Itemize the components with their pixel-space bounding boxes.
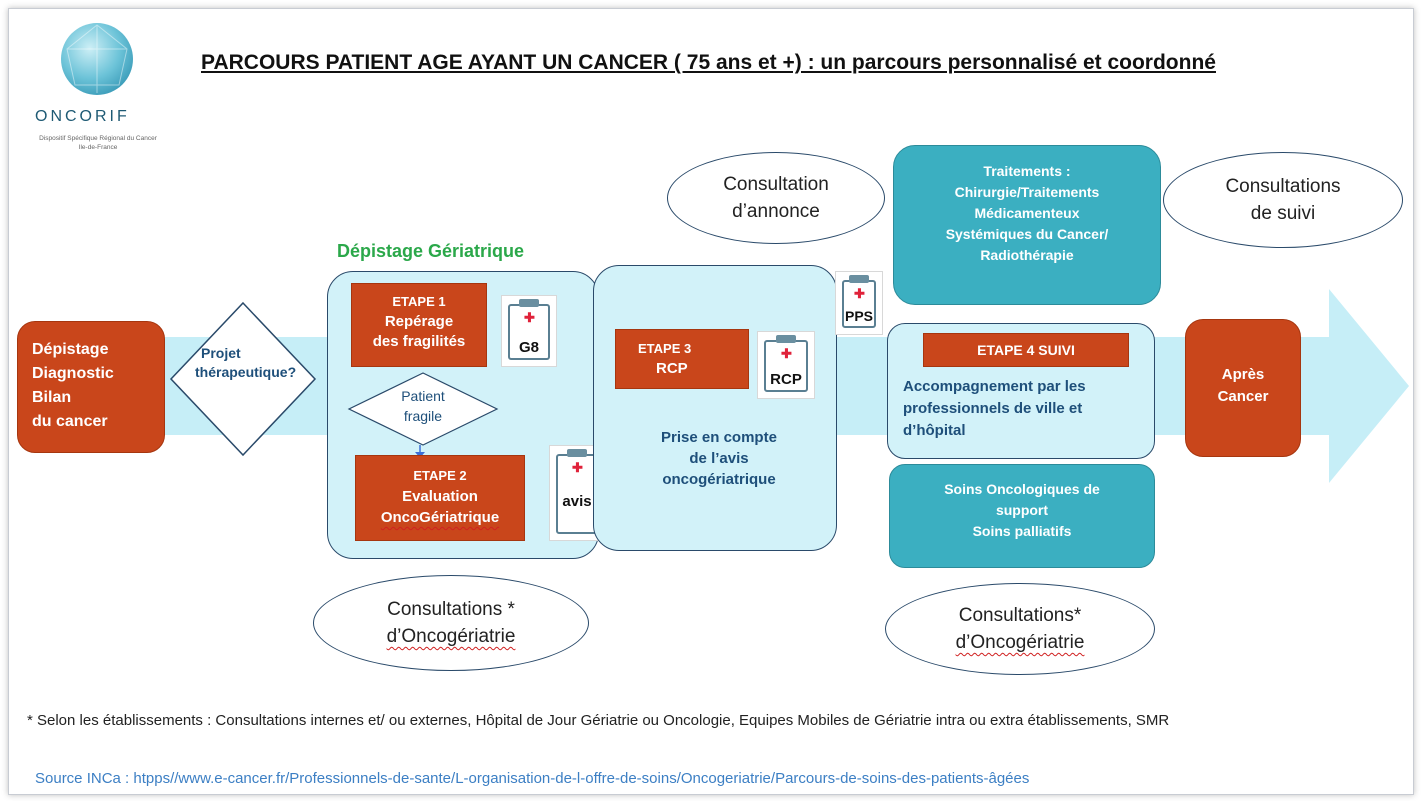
etape2-box: ETAPE 2 Evaluation OncoGériatrique	[355, 455, 525, 541]
decision-diamond	[169, 301, 317, 457]
pps-clipboard-icon: ✚ PPS	[835, 271, 883, 335]
slide: ONCORIF Dispositif Spécifique Régional d…	[8, 8, 1414, 795]
soins-box: Soins Oncologiques de support Soins pall…	[889, 464, 1155, 568]
prise-en-compte-text: Prise en compte de l’avis oncogériatriqu…	[661, 429, 777, 488]
page-title: PARCOURS PATIENT AGE AYANT UN CANCER ( 7…	[201, 51, 1216, 74]
fragile-diamond	[347, 372, 499, 446]
etape1-box: ETAPE 1 Repérage des fragilités	[351, 283, 487, 367]
logo-subtitle: Dispositif Spécifique Régional du Cancer…	[39, 135, 157, 151]
footnote: * Selon les établissements : Consultatio…	[27, 712, 1170, 729]
rcp-clipboard-icon: ✚ RCP	[757, 331, 815, 399]
depistage-title: Dépistage Gériatrique	[337, 241, 525, 261]
traitements-box: Traitements : Chirurgie/Traitements Médi…	[893, 145, 1161, 305]
oncorif-logo-icon	[61, 23, 133, 95]
logo-name: ONCORIF	[35, 108, 130, 125]
consultations-oncogeriatrie-left-ellipse: Consultations *d’Oncogériatrie	[313, 575, 589, 671]
etape3-box: ETAPE 3 RCP	[615, 329, 749, 389]
source-link[interactable]: Source INCa : htpps//www.e-cancer.fr/Pro…	[35, 770, 1030, 787]
etape4-box: ETAPE 4 SUIVI	[923, 333, 1129, 367]
accompagnement-text: Accompagnement par les professionnels de…	[903, 378, 1086, 439]
g8-clipboard-icon: ✚ G8	[501, 295, 557, 367]
fragile-label: Patient fragile	[401, 388, 445, 424]
start-box: Dépistage Diagnostic Bilan du cancer	[17, 321, 165, 453]
consultations-oncogeriatrie-right-ellipse: Consultations*d’Oncogériatrie	[885, 583, 1155, 675]
apres-cancer-box: Après Cancer	[1185, 319, 1301, 457]
decision-label: Projet thérapeutique?	[195, 345, 297, 380]
rcp-panel	[593, 265, 837, 551]
